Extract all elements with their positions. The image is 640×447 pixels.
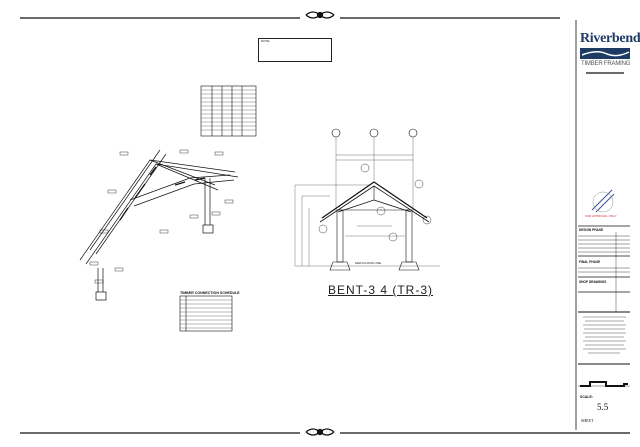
final-phase-label: FINAL PHASE — [579, 260, 601, 264]
schedule-text-lines — [583, 316, 626, 354]
bottom-ornament — [305, 428, 335, 436]
sheet-label: SHEET — [581, 418, 594, 423]
connection-schedule-table — [179, 295, 233, 332]
title-block-lines — [578, 189, 630, 387]
isometric-frame — [79, 149, 239, 301]
bent-elevation — [294, 128, 440, 271]
elevation-title: BENT-3 4 (TR-3) — [328, 283, 434, 297]
logo-subtitle: TIMBER FRAMING — [581, 61, 631, 67]
floor-line-label: MAIN FLOOR LINE — [355, 261, 382, 265]
logo-name: Riverbend — [580, 31, 640, 46]
note-heading: NOTE: — [261, 39, 271, 43]
scale-label: SCALE: — [580, 395, 594, 399]
shop-drawings-label: SHOP DRAWINGS — [579, 280, 607, 284]
schedule-title: TIMBER CONNECTION SCHEDULE — [180, 291, 240, 295]
top-ornament — [305, 11, 335, 19]
member-table — [200, 85, 257, 137]
approval-stamp: FOR APPROVAL ONLY — [585, 214, 617, 218]
design-phase-label: DESIGN PHASE — [579, 228, 604, 232]
sheet-number: 5.5 — [597, 402, 609, 412]
general-note-box: NOTE: — [258, 38, 332, 62]
